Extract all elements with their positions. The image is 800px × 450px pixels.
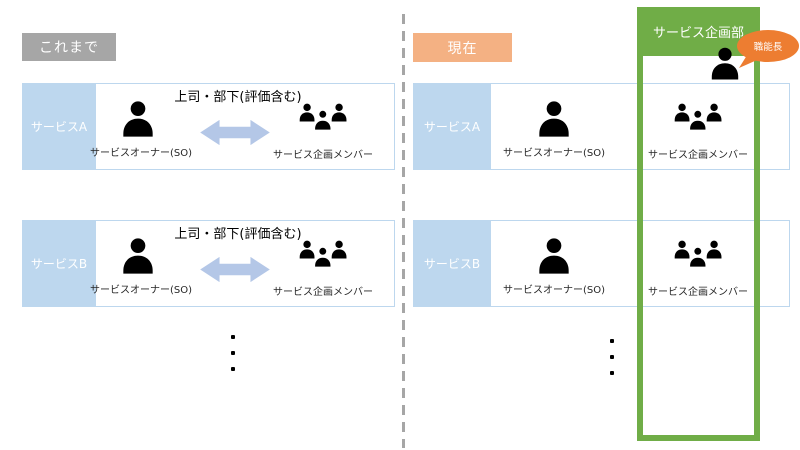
vertical-ellipsis-dot [610, 371, 614, 375]
service-label: サービスA [413, 83, 491, 170]
person-icon [123, 238, 153, 274]
manager-person-icon [711, 47, 739, 80]
group-icon [299, 103, 347, 132]
vertical-ellipsis-dot [610, 355, 614, 359]
service-label: サービスB [22, 220, 96, 307]
member-caption: サービス企画メンバー [273, 287, 373, 298]
service-row-a-now: サービスA サービスオーナー(SO) サービス企画メンバー [413, 83, 790, 170]
relation-label: 上司・部下(評価含む) [174, 227, 302, 242]
vertical-ellipsis-dot [610, 339, 614, 343]
person-icon [539, 238, 569, 274]
vertical-ellipsis-dot [231, 367, 235, 371]
double-arrow-icon [200, 119, 270, 146]
vertical-ellipsis-dot [231, 335, 235, 339]
service-label: サービスA [22, 83, 96, 170]
relation-label: 上司・部下(評価含む) [174, 90, 302, 105]
double-arrow-icon [200, 256, 270, 283]
member-caption: サービス企画メンバー [648, 150, 748, 161]
person-icon [123, 101, 153, 137]
service-row-b-now: サービスB サービスオーナー(SO) サービス企画メンバー [413, 220, 790, 307]
group-icon [299, 240, 347, 269]
section-header-now: 現在 [413, 33, 512, 62]
owner-caption: サービスオーナー(SO) [89, 285, 193, 296]
owner-caption: サービスオーナー(SO) [502, 285, 606, 296]
owner-caption: サービスオーナー(SO) [502, 148, 606, 159]
service-row-a-before: サービスA 上司・部下(評価含む) サービスオーナー(SO) サービス企画メンバ… [22, 83, 395, 170]
dashed-divider [402, 14, 405, 448]
vertical-ellipsis-dot [231, 351, 235, 355]
member-caption: サービス企画メンバー [273, 150, 373, 161]
service-label: サービスB [413, 220, 491, 307]
department-header: サービス企画部 [637, 7, 760, 56]
speech-bubble: 職能長 [737, 30, 799, 62]
owner-caption: サービスオーナー(SO) [89, 148, 193, 159]
member-caption: サービス企画メンバー [648, 287, 748, 298]
section-header-before: これまで [22, 33, 116, 61]
person-icon [539, 101, 569, 137]
service-row-b-before: サービスB 上司・部下(評価含む) サービスオーナー(SO) サービス企画メンバ… [22, 220, 395, 307]
